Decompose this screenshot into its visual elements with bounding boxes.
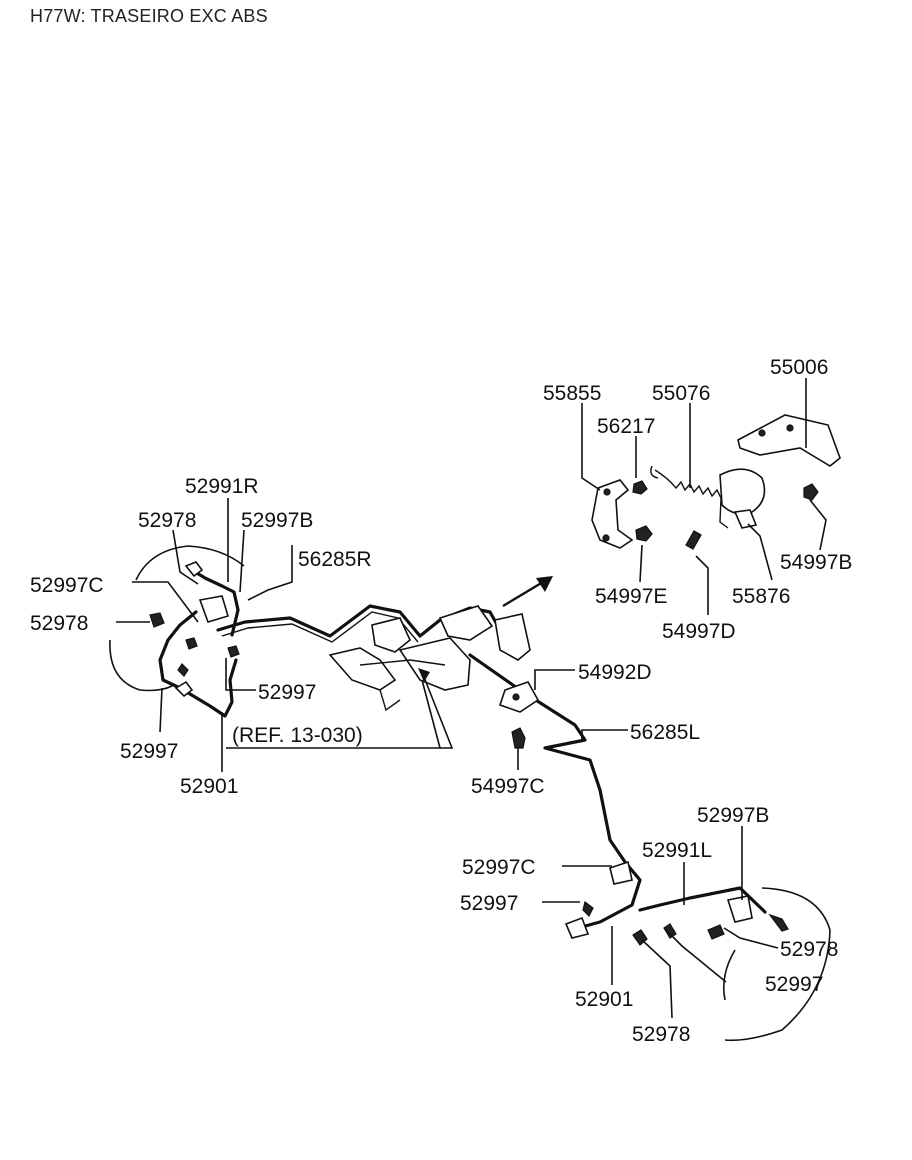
- callout-52997-right-clip: 52997: [460, 892, 518, 915]
- callout-54997d: 54997D: [662, 620, 736, 643]
- diagram-title: H77W: TRASEIRO EXC ABS: [30, 6, 268, 26]
- callout-52991l: 52991L: [642, 839, 712, 862]
- callout-55855: 55855: [543, 382, 601, 405]
- callout-54997b-upper: 54997B: [780, 551, 852, 574]
- callout-52997c-right: 52997C: [462, 856, 536, 879]
- callout-52997b-right: 52997B: [697, 804, 769, 827]
- callout-52997b-left: 52997B: [241, 509, 313, 532]
- callout-54997e: 54997E: [595, 585, 667, 608]
- callout-56285l: 56285L: [630, 721, 700, 744]
- callout-labels: 55006 55855 55076 56217 54997B 54997E 55…: [30, 356, 852, 1046]
- callout-56285r: 56285R: [298, 548, 372, 571]
- callout-55076: 55076: [652, 382, 710, 405]
- callout-52978-left: 52978: [30, 612, 88, 635]
- callout-56217: 56217: [597, 415, 655, 438]
- callout-52978-upper-left: 52978: [138, 509, 196, 532]
- callout-54992d: 54992D: [578, 661, 652, 684]
- callout-52978-lower: 52978: [632, 1023, 690, 1046]
- callout-54997c: 54997C: [471, 775, 545, 798]
- brake-pipe-network: [109, 545, 831, 1042]
- callout-52901-right: 52901: [575, 988, 633, 1011]
- reference-note: (REF. 13-030): [232, 724, 363, 747]
- callout-52997c-left: 52997C: [30, 574, 104, 597]
- callout-52901-left: 52901: [180, 775, 238, 798]
- callout-leaders: [116, 378, 827, 1019]
- callout-55876: 55876: [732, 585, 790, 608]
- callout-52997-right: 52997: [765, 973, 823, 996]
- callout-52997-left-inner: 52997: [258, 681, 316, 704]
- callout-52997-left-outer: 52997: [120, 740, 178, 763]
- callout-55006: 55006: [770, 356, 828, 379]
- callout-52991r: 52991R: [185, 475, 259, 498]
- parking-brake-bracket-assembly: [502, 414, 841, 608]
- callout-52978-right: 52978: [780, 938, 838, 961]
